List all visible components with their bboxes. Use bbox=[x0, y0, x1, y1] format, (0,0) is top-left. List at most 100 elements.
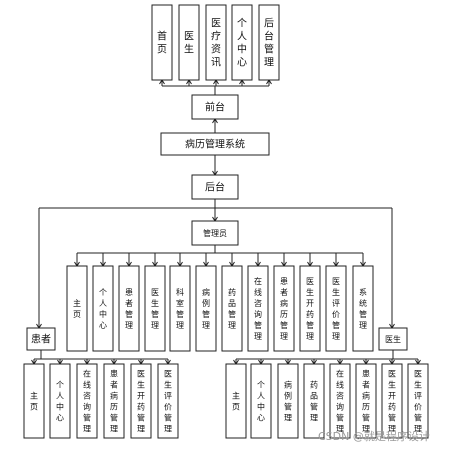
frontend-page-3: 医疗资讯 bbox=[205, 4, 227, 81]
frontend-page-1-frame bbox=[151, 4, 173, 81]
doctor-item-5: 在线咨询管理 bbox=[329, 363, 351, 439]
doctor-item-1-frame bbox=[225, 363, 247, 439]
admin-item-8: 在线咨询管理 bbox=[247, 265, 269, 352]
patient-item-4-label: 患者病历管理 bbox=[110, 368, 118, 433]
backend-node-label: 后台 bbox=[205, 181, 225, 194]
doctor-item-1: 主页 bbox=[225, 363, 247, 439]
patient-item-2: 个人中心 bbox=[49, 363, 71, 439]
patient-item-3-frame bbox=[76, 363, 98, 439]
admin-item-2-frame bbox=[92, 265, 114, 352]
doctor-item-7-label: 医生开药管理 bbox=[388, 369, 396, 433]
patient-node: 患者 bbox=[26, 327, 56, 351]
admin-item-4-label: 医生管理 bbox=[151, 288, 159, 330]
system-title-node-label: 病历管理系统 bbox=[185, 138, 245, 151]
frontend-page-2: 医生 bbox=[178, 4, 200, 81]
doctor-item-8-frame bbox=[407, 363, 429, 439]
patient-item-4: 患者病历管理 bbox=[103, 363, 125, 439]
system-title-node: 病历管理系统 bbox=[160, 132, 270, 156]
frontend-page-5-label: 后台管理 bbox=[264, 18, 274, 69]
patient-item-5-frame bbox=[130, 363, 152, 439]
admin-item-3-label: 患者管理 bbox=[125, 287, 133, 330]
admin-item-7-frame bbox=[221, 265, 243, 352]
admin-item-6: 病例管理 bbox=[195, 265, 217, 352]
patient-item-5-label: 医生开药管理 bbox=[137, 369, 145, 433]
frontend-page-2-frame bbox=[178, 4, 200, 81]
doctor-item-6-frame bbox=[355, 363, 377, 439]
frontend-page-3-frame bbox=[205, 4, 227, 81]
admin-item-9-label: 患者病历管理 bbox=[280, 276, 288, 341]
doctor-item-5-frame bbox=[329, 363, 351, 439]
admin-item-5: 科室管理 bbox=[169, 265, 191, 352]
backend-node-frame bbox=[191, 174, 239, 200]
frontend-node: 前台 bbox=[191, 94, 239, 120]
patient-item-2-label: 个人中心 bbox=[56, 380, 64, 422]
system-title-node-frame bbox=[160, 132, 270, 156]
doctor-item-7: 医生开药管理 bbox=[381, 363, 403, 439]
admin-item-9-frame bbox=[273, 265, 295, 352]
patient-item-2-frame bbox=[49, 363, 71, 439]
doctor-item-3: 病例管理 bbox=[277, 363, 299, 439]
doctor-item-4-label: 药品管理 bbox=[310, 379, 318, 422]
admin-item-9: 患者病历管理 bbox=[273, 265, 295, 352]
doctor-item-3-label: 病例管理 bbox=[284, 379, 292, 422]
frontend-page-1: 首页 bbox=[151, 4, 173, 81]
doctor-item-6: 患者病历管理 bbox=[355, 363, 377, 439]
patient-node-frame bbox=[26, 327, 56, 351]
frontend-page-4-frame bbox=[231, 4, 253, 81]
admin-item-10-frame bbox=[299, 265, 321, 352]
admin-item-10: 医生开药管理 bbox=[299, 265, 321, 352]
frontend-node-label: 前台 bbox=[205, 101, 225, 114]
admin-item-4-frame bbox=[144, 265, 166, 352]
frontend-page-4-label: 个人中心 bbox=[237, 18, 247, 69]
backend-node: 后台 bbox=[191, 174, 239, 200]
doctor-item-4: 药品管理 bbox=[303, 363, 325, 439]
admin-item-5-frame bbox=[169, 265, 191, 352]
admin-item-2-label: 个人中心 bbox=[99, 288, 107, 330]
patient-item-5: 医生开药管理 bbox=[130, 363, 152, 439]
patient-item-6-label: 医生评价管理 bbox=[164, 369, 172, 433]
admin-item-10-label: 医生开药管理 bbox=[306, 277, 314, 341]
admin-item-1-label: 主页 bbox=[73, 298, 81, 319]
doctor-item-2-label: 个人中心 bbox=[257, 380, 265, 422]
doctor-item-2-frame bbox=[250, 363, 272, 439]
doctor-node: 医生 bbox=[378, 327, 408, 351]
patient-item-3-label: 在线咨询管理 bbox=[83, 368, 91, 433]
admin-item-3-frame bbox=[118, 265, 140, 352]
connector-lines bbox=[31, 79, 421, 365]
admin-item-1: 主页 bbox=[66, 265, 88, 352]
admin-item-11-label: 医生评价管理 bbox=[332, 277, 340, 341]
doctor-node-label: 医生 bbox=[385, 334, 401, 344]
admin-item-12-frame bbox=[352, 265, 374, 352]
patient-item-1-label: 主页 bbox=[30, 390, 38, 411]
admin-item-7: 药品管理 bbox=[221, 265, 243, 352]
admin-node-label: 管理员 bbox=[203, 228, 227, 238]
admin-item-11: 医生评价管理 bbox=[325, 265, 347, 352]
doctor-item-5-label: 在线咨询管理 bbox=[336, 368, 344, 433]
admin-item-3: 患者管理 bbox=[118, 265, 140, 352]
frontend-page-5-frame bbox=[258, 4, 280, 81]
admin-item-6-frame bbox=[195, 265, 217, 352]
patient-item-4-frame bbox=[103, 363, 125, 439]
patient-item-1-frame bbox=[23, 363, 45, 439]
frontend-node-frame bbox=[191, 94, 239, 120]
admin-item-7-label: 药品管理 bbox=[228, 287, 236, 330]
admin-item-8-label: 在线咨询管理 bbox=[254, 276, 262, 341]
admin-item-12-label: 系统管理 bbox=[359, 287, 367, 330]
doctor-item-8-label: 医生评价管理 bbox=[414, 369, 422, 433]
admin-item-8-frame bbox=[247, 265, 269, 352]
doctor-item-6-label: 患者病历管理 bbox=[362, 368, 370, 433]
doctor-item-7-frame bbox=[381, 363, 403, 439]
frontend-page-1-label: 首页 bbox=[157, 30, 167, 56]
admin-item-11-frame bbox=[325, 265, 347, 352]
frontend-page-4: 个人中心 bbox=[231, 4, 253, 81]
doctor-item-4-frame bbox=[303, 363, 325, 439]
patient-item-3: 在线咨询管理 bbox=[76, 363, 98, 439]
admin-item-4: 医生管理 bbox=[144, 265, 166, 352]
frontend-page-3-label: 医疗资讯 bbox=[211, 18, 221, 69]
doctor-item-1-label: 主页 bbox=[232, 390, 240, 411]
doctor-node-frame bbox=[378, 327, 408, 351]
patient-item-1: 主页 bbox=[23, 363, 45, 439]
watermark: CSDN @就是程序设计 bbox=[318, 430, 430, 443]
admin-item-1-frame bbox=[66, 265, 88, 352]
